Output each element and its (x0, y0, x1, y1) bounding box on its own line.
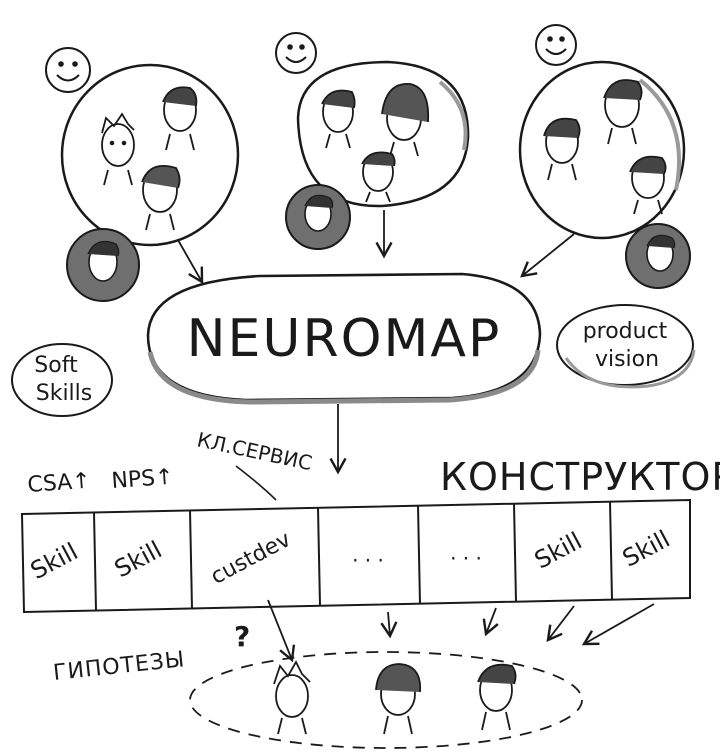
avatar (625, 223, 691, 289)
constructor-table: Skill Skill custdev . . . . . . Skill Skill (20, 498, 691, 614)
team-group-middle (285, 60, 470, 250)
table-cell-3: custdev (207, 527, 295, 590)
table-column-divider (417, 505, 421, 604)
smiley-icon-middle (275, 32, 317, 74)
hypotheses-question-mark: ? (234, 620, 250, 653)
table-cell-5: . . . (450, 541, 482, 565)
table-column-divider (317, 507, 321, 606)
person-icon (543, 117, 581, 181)
neuromap-title: NEUROMAP (187, 309, 502, 369)
avatar (66, 228, 140, 302)
arrow-left-to-neuromap (177, 239, 204, 285)
result-team-group (189, 651, 583, 749)
table-cell-7: Skill (618, 525, 675, 573)
metric-nps: NPS↑ (111, 465, 175, 494)
table-cell-4: . . . (352, 543, 384, 567)
person-icon (477, 663, 517, 731)
product-vision-node: product vision (556, 304, 696, 389)
service-connector-line (235, 465, 277, 501)
table-column-divider (609, 501, 613, 600)
soft-skills-label-line2: Skills (36, 381, 93, 406)
constructor-title: КОНСТРУКТОР (440, 455, 720, 499)
person-icon (375, 663, 422, 735)
person-icon (101, 112, 135, 186)
person-icon (629, 155, 667, 215)
hypotheses-label: ГИПОТЕЗЫ (52, 647, 186, 686)
table-column-divider (189, 510, 193, 609)
table-column-divider (93, 512, 97, 611)
table-column-divider (513, 503, 517, 602)
person-icon (321, 89, 356, 149)
product-vision-label-line1: product (583, 319, 668, 344)
neuromap-node: NEUROMAP (146, 272, 542, 405)
person-icon (603, 79, 643, 145)
soft-skills-label-line1: Soft (34, 353, 78, 378)
table-cell-6: Skill (530, 527, 587, 575)
metric-csa: CSA↑ (27, 469, 92, 498)
person-icon (162, 86, 198, 151)
table-cell-2: Skill (110, 536, 167, 584)
person-icon (141, 164, 181, 231)
arrow-right-to-neuromap (520, 233, 575, 278)
arrows-table-to-team (267, 599, 655, 663)
team-group-right (518, 60, 691, 289)
person-icon (361, 151, 396, 203)
smiley-icon-right (535, 24, 577, 66)
soft-skills-node: Soft Skills (11, 343, 113, 417)
metric-service: КЛ.СЕРВИС (195, 427, 314, 475)
person-icon (381, 83, 430, 157)
person-icon (273, 660, 311, 735)
table-cell-1: Skill (26, 537, 83, 585)
team-group-left (60, 63, 240, 302)
avatar (285, 184, 351, 250)
smiley-icon-left (45, 47, 91, 93)
product-vision-label-line2: vision (595, 347, 659, 372)
